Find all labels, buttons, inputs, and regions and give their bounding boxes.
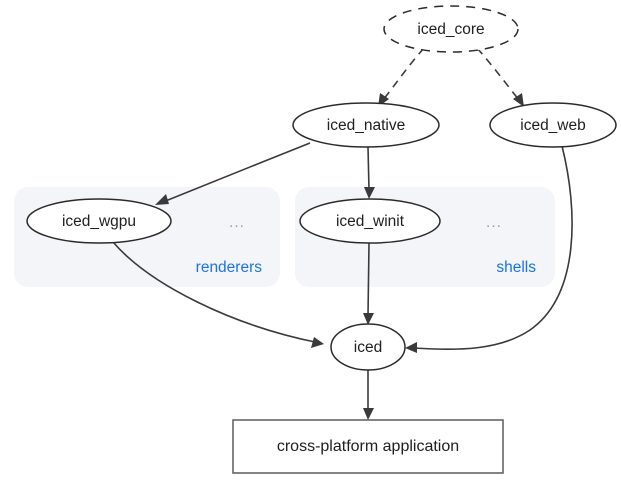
node-iced-wgpu[interactable]: iced_wgpu	[26, 198, 172, 244]
edge-core-to-native-line	[382, 47, 425, 101]
node-iced-web-shape[interactable]	[489, 102, 617, 148]
edge-core-to-web-arrowhead	[513, 93, 524, 107]
edge-wgpu-to-iced-arrowhead	[311, 337, 324, 348]
edge-web-to-iced-arrowhead	[405, 342, 417, 353]
edge-native-to-wgpu-line	[162, 142, 311, 203]
node-iced-core[interactable]: iced_core	[383, 5, 519, 53]
edge-iced-to-application-arrowhead	[363, 408, 374, 420]
node-iced-core-shape[interactable]	[383, 5, 519, 53]
cluster-shells-ellipsis: ...	[486, 214, 502, 231]
edge-winit-to-iced-line	[367, 242, 370, 317]
edge-native-to-winit-line	[367, 146, 370, 191]
edge-winit-to-iced	[363, 242, 374, 325]
node-iced-shape[interactable]	[330, 323, 406, 371]
edge-native-to-winit	[364, 146, 375, 199]
edge-wgpu-to-iced	[112, 241, 324, 348]
cluster-renderers-ellipsis: ...	[229, 214, 245, 231]
cluster-shells-label: shells	[496, 259, 536, 276]
edge-core-to-native	[378, 47, 425, 107]
edge-core-to-web-line	[476, 47, 520, 101]
edge-native-to-wgpu	[155, 142, 311, 205]
edge-winit-to-iced-arrowhead	[363, 313, 374, 325]
edge-native-to-winit-arrowhead	[364, 187, 375, 199]
edge-web-to-iced-line	[413, 145, 573, 351]
node-iced-web-label: iced_web	[520, 117, 586, 134]
edge-native-to-wgpu-arrowhead	[155, 194, 169, 205]
edge-wgpu-to-iced-line	[112, 241, 316, 343]
node-iced-winit-shape[interactable]	[299, 198, 441, 244]
node-iced-web[interactable]: iced_web	[489, 102, 617, 148]
node-iced[interactable]: iced	[330, 323, 406, 371]
edge-iced-to-application	[363, 370, 374, 420]
node-iced-wgpu-label: iced_wgpu	[62, 213, 136, 230]
node-iced-native-shape[interactable]	[292, 102, 440, 148]
node-iced-winit-label: iced_winit	[336, 213, 405, 230]
node-iced-label: iced	[354, 339, 382, 356]
node-iced-wgpu-shape[interactable]	[26, 198, 172, 244]
cluster-renderers-label: renderers	[196, 259, 263, 276]
edge-core-to-web	[476, 47, 524, 107]
node-cross-platform-application-shape[interactable]	[232, 419, 504, 474]
node-iced-core-label: iced_core	[417, 21, 484, 38]
edge-web-to-iced	[405, 145, 573, 353]
node-iced-native[interactable]: iced_native	[292, 102, 440, 148]
node-cross-platform-application[interactable]: cross-platform application	[232, 419, 504, 474]
node-iced-native-label: iced_native	[327, 117, 405, 134]
node-cross-platform-application-label: cross-platform application	[277, 438, 459, 455]
node-iced-winit[interactable]: iced_winit	[299, 198, 441, 244]
